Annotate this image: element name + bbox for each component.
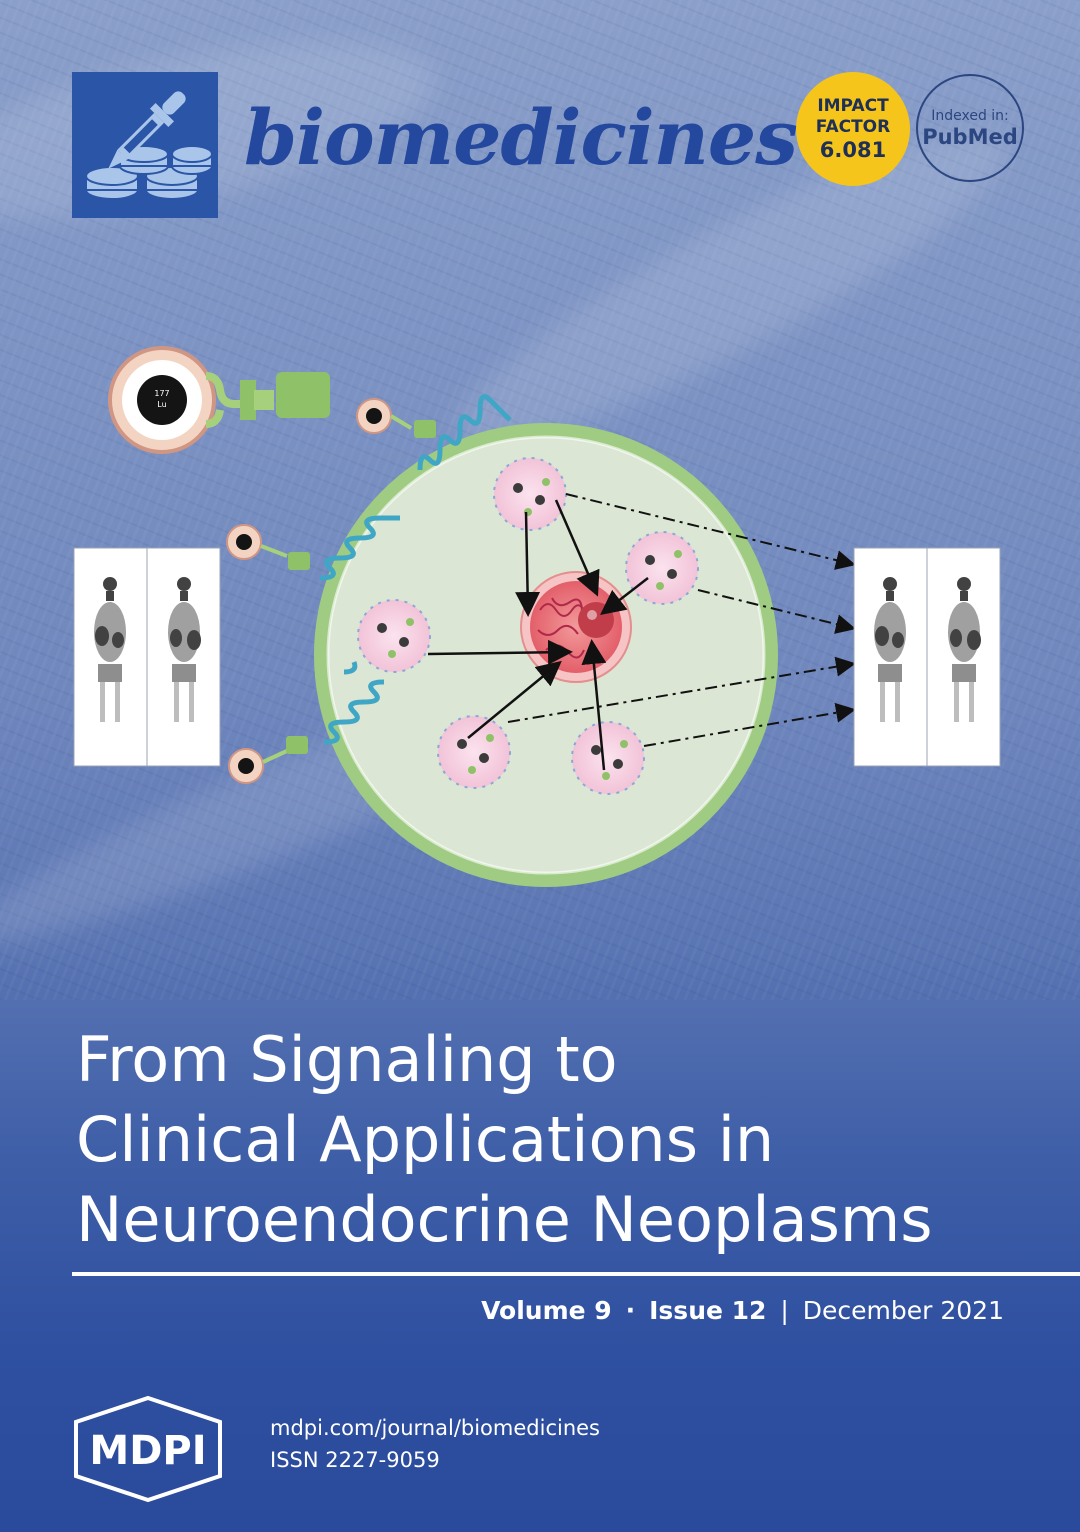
scan-panel-left [73,547,221,767]
scan-panel-right [853,547,1001,767]
publisher-info: mdpi.com/journal/biomedicines ISSN 2227-… [270,1412,600,1476]
receptor [323,661,385,745]
impact-factor-badge: IMPACT FACTOR 6.081 [796,72,910,186]
vesicle [571,721,645,795]
cover-headline: From Signaling to Clinical Applications … [76,1020,1056,1260]
separator-dot: · [625,1296,636,1325]
issn-label: ISSN 2227-9059 [270,1448,440,1472]
separator-bar: | [780,1296,789,1325]
journal-title[interactable]: biomedicines [244,93,798,182]
pipette-icon [85,91,213,200]
pubmed-label: PubMed [922,125,1018,149]
mdpi-wordmark: MDPI [89,1428,206,1474]
vesicle [625,531,699,605]
headline-line-1: From Signaling to [76,1023,618,1096]
signaling-arrow [427,499,649,771]
divider-line [72,1272,1080,1276]
mdpi-logo[interactable]: MDPI [72,1394,232,1504]
issue-date: December 2021 [802,1296,1004,1325]
radioligand-large: 177 Lu [108,346,330,454]
volume-label: Volume 9 [481,1296,612,1325]
imaging-arrow [507,493,856,747]
impact-label: IMPACT [817,96,889,116]
cover-illustration: 177 Lu [73,346,1001,887]
journal-logo [72,72,218,218]
headline-line-2: Clinical Applications in [76,1103,775,1176]
isotope-symbol-label: Lu [157,400,166,409]
nucleus [520,571,632,683]
vesicle [437,715,511,789]
pubmed-badge[interactable]: Indexed in: PubMed [916,74,1024,182]
radioligand-small [226,524,310,570]
vesicle [357,599,431,673]
issue-label: Issue 12 [649,1296,767,1325]
indexed-label: Indexed in: [931,108,1009,124]
impact-factor-value: 6.081 [819,138,887,162]
receptor [417,394,512,471]
factor-label: FACTOR [815,117,891,137]
receptor [319,515,400,581]
radioligand-small [356,398,436,438]
headline-line-3: Neuroendocrine Neoplasms [76,1183,933,1256]
issue-info: Volume 9 · Issue 12 | December 2021 [481,1296,1004,1325]
vesicle [493,457,567,531]
journal-url[interactable]: mdpi.com/journal/biomedicines [270,1416,601,1440]
radioligand-small [228,736,308,784]
isotope-mass-label: 177 [154,389,169,398]
